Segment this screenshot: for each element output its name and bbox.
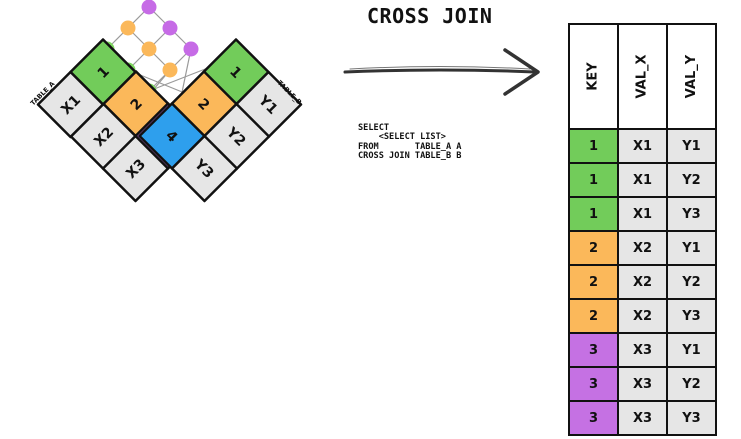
cross-pair-dot <box>162 20 178 36</box>
sql-line: SELECT <box>358 123 390 133</box>
header-key: KEY <box>568 23 619 130</box>
result-val-y-cell: Y2 <box>666 162 717 198</box>
arrow-shaft <box>343 68 537 74</box>
cross-pair-dot <box>120 20 136 36</box>
result-val-y-cell: Y3 <box>666 400 717 436</box>
result-key-cell: 1 <box>568 196 619 232</box>
result-key-cell: 3 <box>568 332 619 368</box>
result-key-cell: 3 <box>568 400 619 436</box>
result-val-x-cell: X2 <box>617 230 668 266</box>
result-key-cell: 1 <box>568 128 619 164</box>
result-val-y-cell: Y1 <box>666 128 717 164</box>
header-val-x: VAL_X <box>617 23 668 130</box>
result-val-y-cell: Y1 <box>666 332 717 368</box>
cross-pair-dot <box>141 41 157 57</box>
result-key-cell: 2 <box>568 230 619 266</box>
result-val-x-cell: X3 <box>617 332 668 368</box>
table-b-value-cell <box>170 134 239 203</box>
cross-pair-dot <box>141 0 157 15</box>
result-val-x-cell: X3 <box>617 366 668 402</box>
result-header-row: KEY VAL_X VAL_Y <box>568 23 717 130</box>
result-key-cell: 2 <box>568 298 619 334</box>
arrow-shaft-echo <box>349 66 531 70</box>
sql-code: SELECT <SELECT LIST> FROM TABLE_A A CROS… <box>358 123 462 162</box>
result-val-x-cell: X3 <box>617 400 668 436</box>
arrow-head <box>503 48 540 96</box>
result-key-cell: 3 <box>568 366 619 402</box>
result-val-y-cell: Y1 <box>666 230 717 266</box>
header-val-y: VAL_Y <box>666 23 717 130</box>
result-val-x-cell: X2 <box>617 264 668 300</box>
result-val-y-cell: Y2 <box>666 264 717 300</box>
result-key-cell: 2 <box>568 264 619 300</box>
result-val-y-cell: Y3 <box>666 298 717 334</box>
result-val-x-cell: X2 <box>617 298 668 334</box>
sql-line: CROSS JOIN TABLE_B B <box>358 151 462 162</box>
cross-pair-dot <box>183 41 199 57</box>
cross-pair-dot <box>162 62 178 78</box>
result-val-x-cell: X1 <box>617 128 668 164</box>
result-val-x-cell: X1 <box>617 162 668 198</box>
result-val-x-cell: X1 <box>617 196 668 232</box>
result-val-y-cell: Y2 <box>666 366 717 402</box>
table-a-value-cell <box>101 134 170 203</box>
page-title: CROSS JOIN <box>367 4 493 28</box>
sql-line: FROM TABLE_A A <box>358 141 462 152</box>
result-val-y-cell: Y3 <box>666 196 717 232</box>
table-a-diagram: 1X12X23X3 <box>36 38 202 203</box>
sql-line: <SELECT LIST> <box>358 132 446 143</box>
result-key-cell: 1 <box>568 162 619 198</box>
